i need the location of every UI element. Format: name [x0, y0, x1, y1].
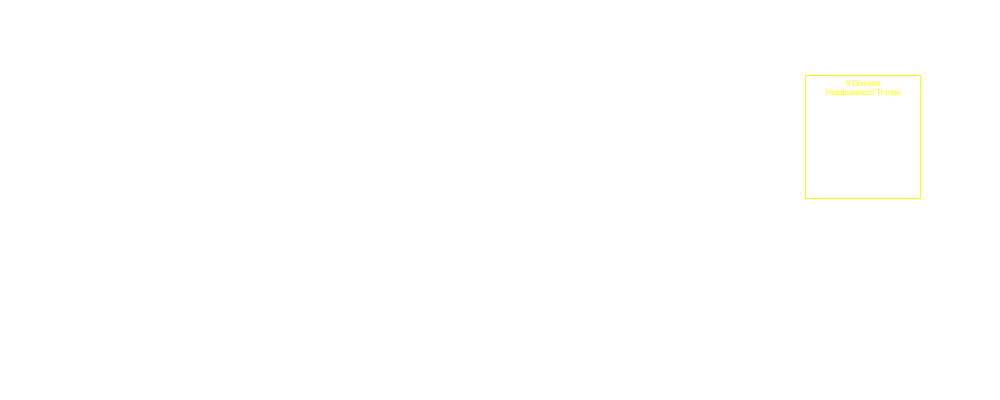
unit-label-line-2: Headquarters Troops — [825, 88, 901, 97]
unit-label: 9 Division Headquarters Troops — [806, 79, 920, 97]
unit-label-line-1: 9 Division — [845, 79, 881, 88]
unit-box[interactable]: 9 Division Headquarters Troops — [805, 75, 921, 199]
